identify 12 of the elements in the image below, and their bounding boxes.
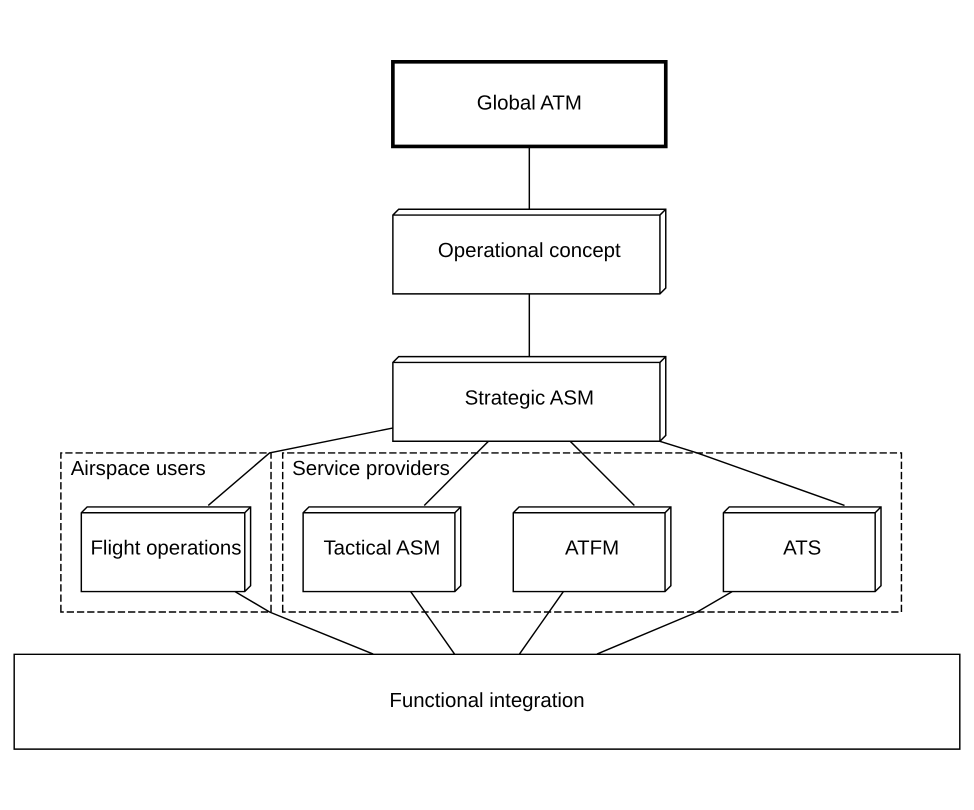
connector — [234, 590, 374, 654]
node-box: Functional integration — [13, 653, 961, 750]
connector — [208, 426, 393, 506]
connector — [528, 146, 530, 208]
connector — [660, 440, 845, 506]
connector — [518, 590, 564, 654]
connector — [424, 440, 489, 506]
connector — [528, 294, 530, 356]
node-box: Global ATM — [391, 60, 668, 148]
connector — [410, 590, 456, 654]
connector — [570, 440, 635, 506]
connector — [596, 590, 732, 654]
